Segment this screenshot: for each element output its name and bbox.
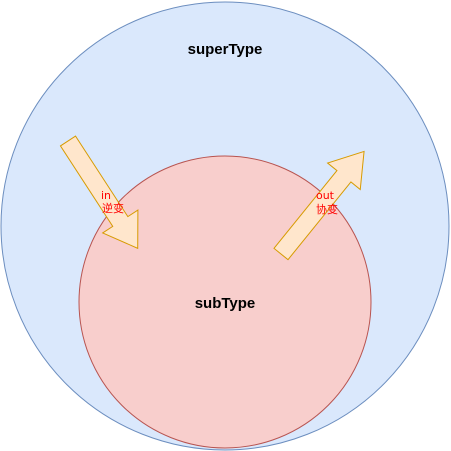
arrow-out-label-line1: out xyxy=(316,189,335,202)
arrow-in-label-line1: in xyxy=(101,189,111,202)
arrow-in-shape xyxy=(59,135,139,250)
arrow-out-label-line2: 协变 xyxy=(316,202,338,216)
supertype-label: superType xyxy=(188,41,263,58)
arrow-out-shape xyxy=(273,150,365,261)
arrow-out[interactable] xyxy=(265,138,381,267)
arrow-in[interactable] xyxy=(50,130,155,260)
arrow-in-label-line2: 逆变 xyxy=(102,201,124,215)
subtype-label: subType xyxy=(195,295,256,312)
